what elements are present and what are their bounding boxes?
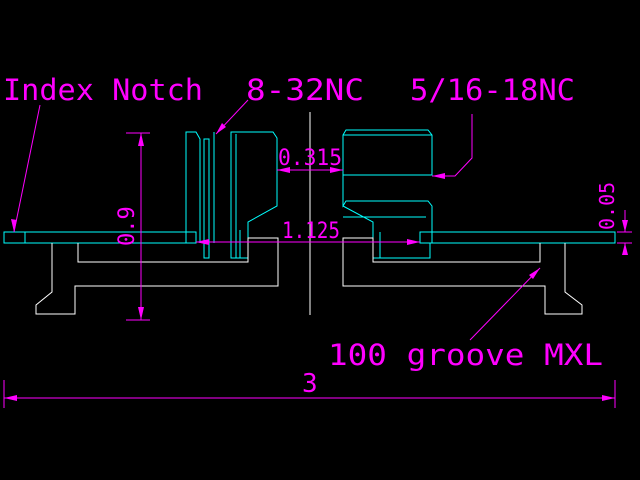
dim-1-125: [196, 239, 420, 245]
left-insert-8-32: [185, 131, 278, 259]
dim-3: [3, 380, 616, 408]
right-insert-5-16: [342, 129, 433, 259]
label-5-16-18nc: 5/16-18NC: [410, 73, 575, 107]
dim-0-05: [617, 210, 632, 255]
dim-text-0-05: 0.05: [595, 182, 619, 230]
leader-index-notch: [11, 104, 41, 233]
dim-0-9: [126, 132, 150, 321]
flange-plate: [3, 231, 616, 244]
label-100-groove-mxl: 100 groove MXL: [328, 338, 603, 372]
label-8-32nc: 8-32NC: [246, 73, 364, 107]
label-index-notch: Index Notch: [3, 73, 203, 107]
leader-groove: [469, 267, 541, 341]
pulley-body: [35, 237, 583, 315]
leader-8-32: [215, 99, 249, 135]
leader-5-16: [432, 114, 473, 179]
dim-text-3: 3: [302, 369, 318, 399]
dim-text-0-315: 0.315: [278, 146, 342, 171]
dim-0-315: [277, 167, 343, 173]
dim-text-0-9: 0.9: [115, 206, 140, 246]
dim-text-1-125: 1.125: [282, 219, 340, 244]
